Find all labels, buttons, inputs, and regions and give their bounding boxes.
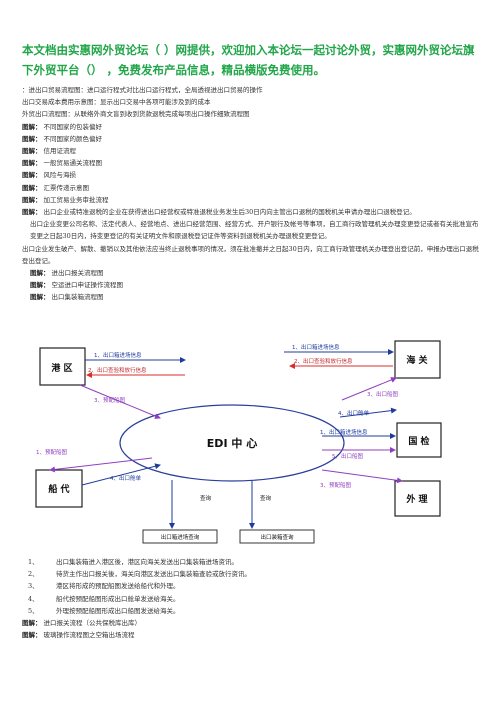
list-item: 5、外理按预配船图形成出口船图发送给海关。 — [28, 606, 180, 615]
arrow-agent-manifest — [81, 463, 161, 486]
arrow-port-preplan — [79, 384, 161, 419]
label-r4: 4、出口舱单 — [338, 409, 369, 417]
list-item[interactable]: 图解：风险与海损 — [22, 171, 76, 180]
node-shipper-box — [394, 480, 441, 517]
list-item[interactable]: 图解：汇票传递示意图 — [22, 183, 89, 192]
label-a4: 4、出口舱单 — [110, 474, 141, 482]
label-r2: 2、出口查验和放行信息 — [294, 357, 353, 365]
list-item[interactable]: 图解：进口报关流程（公共保税库出库） — [22, 619, 141, 628]
label-a5: 查询 — [200, 494, 212, 502]
document-body: ：进出口贸易流程图：进口运行程式对比出口运行程式，全局透视进出口贸易的操作 出口… — [22, 84, 482, 304]
list-item[interactable]: 图解：空运进口申证操作流程图 — [30, 281, 123, 290]
edi-center-ellipse — [119, 404, 345, 482]
edi-center-label: EDI 中 心 — [207, 436, 257, 450]
label-i1: 1、出口箱进场信息 — [320, 428, 368, 436]
label-r1: 1、出口箱进场信息 — [292, 343, 340, 351]
node-port-label: 港 区 — [51, 362, 72, 374]
query-box-entry-label: 出口箱进场查询 — [161, 533, 200, 541]
list-item[interactable]: 图解：玻璃操作流程图之空箱出场流程 — [22, 631, 135, 640]
node-inspection-label: 国 检 — [408, 435, 429, 447]
arrow-customs-ship — [341, 377, 397, 401]
arrow-shipper-preplan — [321, 469, 403, 484]
node-port-box — [39, 347, 86, 386]
edi-flow-diagram: EDI 中 心 港 区 海 关 国 检 船 代 外 理 出口箱进场查询 出口装箱… — [35, 340, 442, 544]
label-l3: 3、预配船图 — [94, 396, 125, 404]
list-item[interactable]: 图解：一般贸易通关流程图 — [22, 159, 102, 168]
list-item: ：进出口贸易流程图：进口运行程式对比出口运行程式，全局透视进出口贸易的操作 — [22, 86, 263, 94]
banner: 本文档由实惠网外贸论坛（ ）网提供，欢迎加入本论坛一起讨论外贸，实惠网外贸论坛旗… — [22, 43, 475, 77]
node-customs-box — [394, 340, 441, 379]
arrow-customs-manifest — [339, 407, 397, 418]
node-customs-label: 海 关 — [406, 354, 427, 366]
list-item: 2、待货主作出口报关後，海关向港区发送出口集装箱查验或放行资讯。 — [28, 570, 251, 579]
label-s3: 3、预配船图 — [320, 481, 351, 489]
query-box-packing — [239, 529, 315, 544]
list-item[interactable]: 图解：不同国家的包装偏好 — [22, 122, 102, 131]
list-item: 3、港区将形成的预配船图发送给船代和外理。 — [28, 582, 180, 591]
steps-list: 1、出口集装箱进入港区後，港区向海关发送出口集装箱进场资讯。 2、待货主作出口报… — [22, 556, 482, 641]
label-l2: 2、出口查验和放行信息 — [88, 366, 147, 374]
node-agent-label: 船 代 — [48, 483, 69, 495]
list-item[interactable]: 图解：加工贸易业务审批流程 — [22, 195, 109, 204]
list-item: 外贸出口流程图：从联络外商文盲到收到货款退税完成每项出口操作细致流程图 — [22, 110, 250, 119]
list-item[interactable]: 图解：进出口报关流程图 — [30, 269, 104, 278]
node-agent-box — [35, 469, 83, 508]
list-item: 4、船代按预配船图形成出口舱单发送给海关。 — [28, 594, 180, 603]
list-item[interactable]: 图解：不同国家的颜色偏好 — [22, 134, 102, 143]
node-inspection-box — [396, 422, 442, 458]
label-i5: 5、出口船图 — [332, 452, 363, 460]
paragraph: 出口企业变更公司名称、法定代表人、经营地点、进出口经营范围、经营方式、开户银行及… — [30, 220, 479, 241]
label-l1: 1、出口箱进场信息 — [94, 351, 142, 359]
list-item: 出口交易成本费用示意图：显示出口交易中各项可能涉及到的成本 — [22, 98, 211, 107]
paragraph: 图解：出口企业或特准退税的企业在获得进出口经营权或特准退税业务发生后30日内向主… — [22, 208, 416, 217]
label-s1: 查询 — [260, 494, 272, 502]
label-r5: 3、出口船图 — [367, 390, 398, 398]
list-item[interactable]: 图解：出口集装箱流程图 — [30, 293, 104, 302]
query-box-entry — [142, 529, 218, 544]
query-box-packing-label: 出口装箱查询 — [260, 533, 294, 541]
label-a1: 1、预配船图 — [36, 448, 67, 456]
list-item: 1、出口集装箱进入港区後，港区向海关发送出口集装箱进场资讯。 — [28, 558, 238, 566]
arrow-agent-preplan — [49, 457, 153, 473]
paragraph: 出口企业发生破产、解散、撤销以及其他依法应当终止退税事项的情况，须在批准撤并之日… — [22, 244, 479, 265]
list-item[interactable]: 图解：信用证流程 — [22, 147, 76, 156]
node-shipper-label: 外 理 — [405, 493, 427, 505]
